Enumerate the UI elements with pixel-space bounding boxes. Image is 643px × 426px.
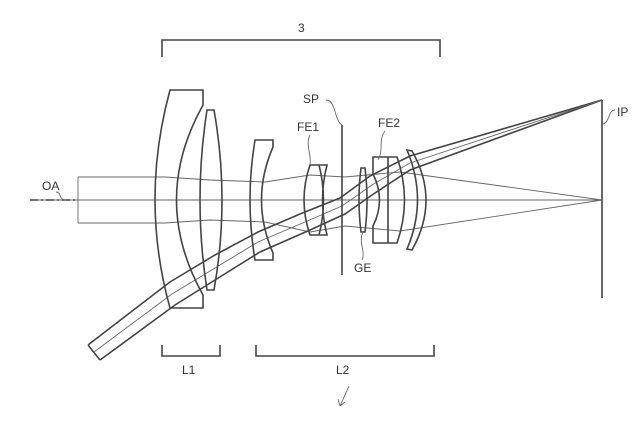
label-ge: GE [354,261,371,275]
axial-ray-bundle [77,171,603,233]
chief-ray [93,99,603,353]
system-bracket [161,39,441,57]
label-l2: L2 [336,363,350,377]
off-axis-ray-bundle [87,99,603,361]
label-fe1: FE1 [297,120,319,134]
sp-leader [325,99,343,126]
lens-fe1 [303,164,329,236]
arrow-icon [337,385,350,407]
label-l1: L1 [182,363,196,377]
l1-bracket [161,345,221,357]
ip-leader [602,109,616,125]
fe2-leader [377,130,386,161]
lens-l1-meniscus [154,89,204,309]
label-fe2: FE2 [378,116,400,130]
label-sp: SP [303,92,319,106]
label-oa: OA [42,179,59,193]
ge-leader [360,231,364,261]
lens-fe2 [372,156,406,244]
lens-ge [358,167,368,233]
lens-l1-biconvex [199,109,223,291]
l2-bracket [255,345,435,357]
oa-leader [55,191,67,201]
fe1-leader [307,134,311,166]
lens-last-meniscus [405,148,427,251]
lens-l2-meniscus [249,139,274,261]
label-ip: IP [617,105,628,119]
label-system: 3 [298,21,305,35]
